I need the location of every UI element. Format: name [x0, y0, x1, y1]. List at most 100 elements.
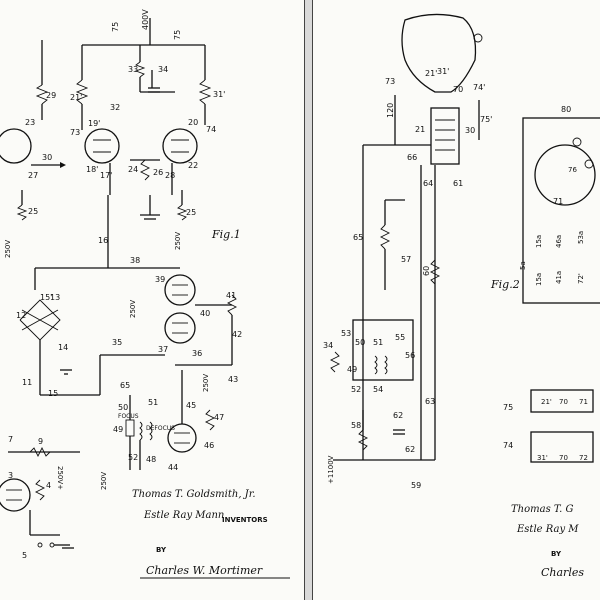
attorney-signature-fig2: Charles: [541, 566, 584, 579]
svg-text:31': 31': [537, 454, 548, 462]
svg-text:15a: 15a: [535, 273, 543, 286]
svg-text:21: 21: [415, 125, 425, 134]
svg-text:26: 26: [153, 168, 163, 177]
svg-text:12: 12: [16, 311, 26, 320]
attorney-signature: Charles W. Mortimer: [146, 564, 263, 577]
svg-text:9: 9: [38, 437, 43, 446]
svg-text:65: 65: [120, 381, 130, 390]
svg-text:27: 27: [28, 171, 38, 180]
svg-text:BY: BY: [551, 550, 562, 558]
svg-text:74: 74: [503, 441, 513, 450]
sheet-gap: [305, 0, 312, 600]
svg-text:46: 46: [204, 441, 214, 450]
svg-text:37: 37: [158, 345, 168, 354]
svg-text:45: 45: [186, 401, 196, 410]
supply-voltage-label: 400V: [141, 9, 150, 30]
svg-text:22: 22: [188, 161, 198, 170]
svg-text:71: 71: [553, 197, 563, 206]
svg-text:16: 16: [98, 236, 108, 245]
by-caption: BY: [156, 546, 167, 554]
svg-text:49: 49: [113, 425, 123, 434]
svg-text:52: 52: [351, 385, 361, 394]
svg-text:51: 51: [148, 398, 158, 407]
svg-text:53: 53: [341, 329, 351, 338]
svg-text:15': 15': [40, 293, 52, 302]
svg-text:74': 74': [473, 83, 485, 92]
svg-text:23: 23: [25, 118, 35, 127]
svg-text:56: 56: [405, 351, 415, 360]
svg-text:5: 5: [22, 551, 27, 560]
svg-text:63: 63: [425, 397, 435, 406]
svg-text:18': 18': [86, 165, 98, 174]
svg-text:52: 52: [128, 453, 138, 462]
svg-text:21': 21': [70, 93, 82, 102]
svg-text:30: 30: [465, 126, 475, 135]
svg-text:21': 21': [425, 69, 437, 78]
svg-text:34: 34: [323, 341, 333, 350]
svg-text:34: 34: [158, 65, 168, 74]
svg-text:28: 28: [165, 171, 175, 180]
svg-text:38: 38: [130, 256, 140, 265]
svg-text:120: 120: [386, 103, 395, 118]
svg-text:24: 24: [128, 165, 138, 174]
focus-label: FOCUS: [118, 413, 139, 420]
svg-text:14: 14: [58, 343, 68, 352]
svg-text:50: 50: [118, 403, 128, 412]
svg-text:35: 35: [112, 338, 122, 347]
svg-text:11: 11: [22, 378, 32, 387]
svg-text:46a: 46a: [555, 235, 563, 248]
svg-text:73: 73: [385, 77, 395, 86]
svg-text:73: 73: [70, 128, 80, 137]
svg-text:62: 62: [393, 411, 403, 420]
svg-text:59: 59: [411, 481, 421, 490]
svg-text:25: 25: [28, 207, 38, 216]
inventor-2-signature-fig2: Estle Ray M: [516, 524, 579, 535]
svg-text:70: 70: [559, 398, 568, 406]
svg-text:7: 7: [8, 435, 13, 444]
svg-text:74: 74: [206, 125, 216, 134]
schematic-fig1: 400V 75 75 21' 32 31' 33 34 29 73 19' 20…: [0, 9, 290, 579]
drawing-sheet-fig1: 400V 75 75 21' 32 31' 33 34 29 73 19' 20…: [0, 0, 305, 600]
figure-2-label: Fig.2: [490, 278, 520, 291]
svg-text:40: 40: [200, 309, 210, 318]
inventor-1-signature-fig2: Thomas T. G: [511, 504, 573, 515]
svg-text:41a: 41a: [555, 271, 563, 284]
svg-text:58: 58: [351, 421, 361, 430]
svg-text:72': 72': [577, 273, 585, 284]
svg-text:57: 57: [401, 255, 411, 264]
svg-text:250V: 250V: [100, 472, 108, 490]
drawing-sheet-fig2: 73 120 21' 31' 70 74' 75' 30 21 66 64 61…: [312, 0, 600, 600]
svg-text:61: 61: [453, 179, 463, 188]
svg-text:75': 75': [480, 115, 492, 124]
svg-text:64: 64: [423, 179, 433, 188]
svg-text:48: 48: [146, 455, 156, 464]
svg-text:250V: 250V: [4, 240, 12, 258]
svg-text:250V+: 250V+: [56, 466, 64, 490]
inventors-caption: INVENTORS: [222, 516, 268, 524]
svg-text:70: 70: [453, 85, 463, 94]
svg-text:75: 75: [173, 30, 182, 40]
svg-text:53a: 53a: [577, 231, 585, 244]
svg-text:43: 43: [228, 375, 238, 384]
svg-text:44: 44: [168, 463, 178, 472]
svg-text:250V: 250V: [202, 374, 210, 392]
svg-text:33: 33: [128, 65, 138, 74]
svg-text:75: 75: [503, 403, 513, 412]
svg-text:13: 13: [50, 293, 60, 302]
svg-text:65: 65: [353, 233, 363, 242]
svg-text:25: 25: [186, 208, 196, 217]
svg-text:15a: 15a: [535, 235, 543, 248]
svg-text:70: 70: [559, 454, 568, 462]
svg-text:21': 21': [541, 398, 552, 406]
svg-text:41: 41: [226, 291, 236, 300]
svg-text:30: 30: [42, 153, 52, 162]
svg-text:31': 31': [213, 90, 225, 99]
supply-1100v-label: +1100V: [327, 455, 335, 484]
svg-text:42: 42: [232, 330, 242, 339]
svg-text:47: 47: [214, 413, 224, 422]
svg-text:5a: 5a: [519, 261, 527, 270]
svg-text:60: 60: [422, 266, 431, 276]
svg-text:20: 20: [188, 118, 198, 127]
svg-text:4: 4: [46, 481, 51, 490]
svg-text:19': 19': [88, 119, 100, 128]
